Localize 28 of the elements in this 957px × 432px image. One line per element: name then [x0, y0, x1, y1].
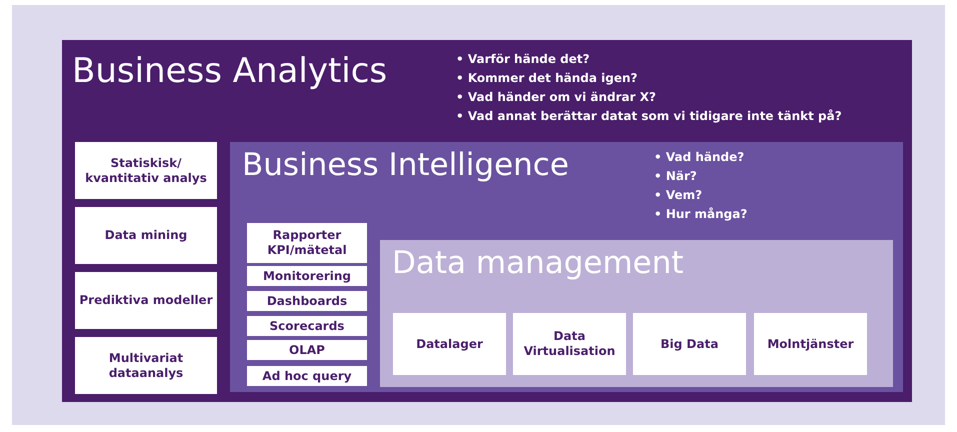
category-box: Data mining: [75, 207, 217, 264]
category-box: Ad hoc query: [247, 366, 367, 386]
data-management-panel: [380, 240, 893, 387]
analytics-panel: [62, 40, 912, 402]
category-box: Statiskisk/ kvantitativ analys: [75, 142, 217, 199]
bullet-item: • Vad hände?: [654, 149, 746, 166]
category-box: Monitorering: [247, 266, 367, 286]
category-box: Molntjänster: [754, 313, 867, 375]
bullet-item: • Vad händer om vi ändrar X?: [456, 89, 657, 106]
bullet-item: • Vad annat berättar datat som vi tidigare inte tänkt på?: [456, 108, 842, 125]
category-box: Datalager: [393, 313, 506, 375]
category-box: Prediktiva modeller: [75, 272, 217, 329]
panel-heading: Data management: [392, 248, 684, 279]
category-box: OLAP: [247, 340, 367, 360]
category-box: Data Virtualisation: [513, 313, 626, 375]
panel-heading: Business Intelligence: [242, 150, 569, 181]
bullet-item: • Hur många?: [654, 206, 748, 223]
category-box: Big Data: [633, 313, 746, 375]
bullet-item: • När?: [654, 168, 698, 185]
bullet-item: • Kommer det hända igen?: [456, 70, 638, 87]
category-box: Scorecards: [247, 316, 367, 336]
intelligence-panel: [230, 142, 903, 392]
category-box: Rapporter KPI/mätetal: [247, 223, 367, 263]
bullet-item: • Vem?: [654, 187, 704, 204]
panel-heading: Business Analytics: [72, 54, 388, 88]
category-box: Multivariat dataanalys: [75, 337, 217, 394]
bullet-item: • Varför hände det?: [456, 51, 591, 68]
category-box: Dashboards: [247, 291, 367, 311]
